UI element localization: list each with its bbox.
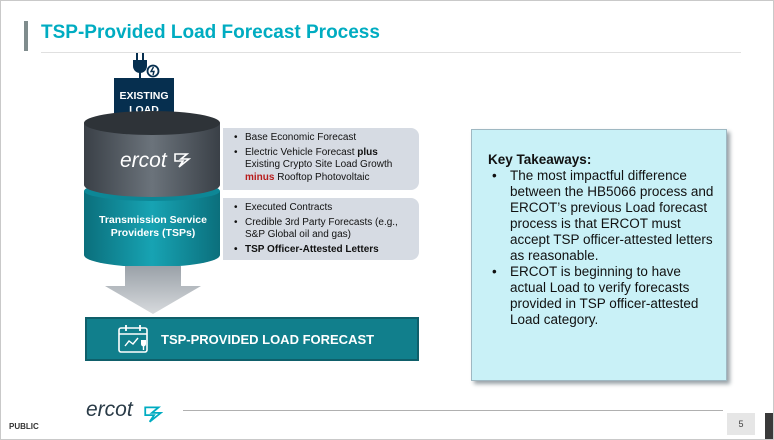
slide-title: TSP-Provided Load Forecast Process bbox=[41, 22, 380, 44]
classification-label: PUBLIC bbox=[9, 422, 39, 431]
footer-logo: ercot bbox=[86, 398, 133, 422]
forecast-banner-label: TSP-PROVIDED LOAD FORECAST bbox=[161, 332, 374, 347]
list-item: The most impactful difference between th… bbox=[510, 168, 716, 264]
list-item: ERCOT is beginning to have actual Load t… bbox=[510, 264, 716, 328]
list-item: Executed Contracts bbox=[245, 202, 413, 215]
plug-icon bbox=[129, 53, 161, 79]
tsp-load-forecast-banner: TSP-PROVIDED LOAD FORECAST bbox=[85, 317, 419, 361]
calendar-power-icon bbox=[117, 324, 151, 354]
tsp-label: Transmission Service Providers (TSPs) bbox=[93, 214, 213, 240]
tsp-forecast-bullets: Executed Contracts Credible 3rd Party Fo… bbox=[223, 198, 419, 260]
ercot-forecast-bullets: Base Economic Forecast Electric Vehicle … bbox=[223, 128, 419, 190]
ercot-logo: ercot bbox=[120, 149, 191, 173]
key-takeaways-box: Key Takeaways: The most impactful differ… bbox=[471, 129, 727, 381]
list-item: Electric Vehicle Forecast plus Existing … bbox=[245, 147, 413, 185]
list-item: Credible 3rd Party Forecasts (e.g., S&P … bbox=[245, 217, 413, 242]
ercot-symbol-icon bbox=[143, 403, 163, 425]
footer-divider bbox=[183, 410, 723, 411]
list-item: Base Economic Forecast bbox=[245, 132, 413, 145]
list-item: TSP Officer-Attested Letters bbox=[245, 244, 413, 257]
title-accent-bar bbox=[24, 21, 28, 51]
scrollbar-thumb[interactable] bbox=[765, 413, 774, 439]
ercot-symbol-icon bbox=[173, 151, 191, 169]
takeaways-heading: Key Takeaways: bbox=[488, 152, 716, 168]
down-arrow-icon bbox=[105, 266, 201, 314]
page-number: 5 bbox=[727, 413, 755, 435]
